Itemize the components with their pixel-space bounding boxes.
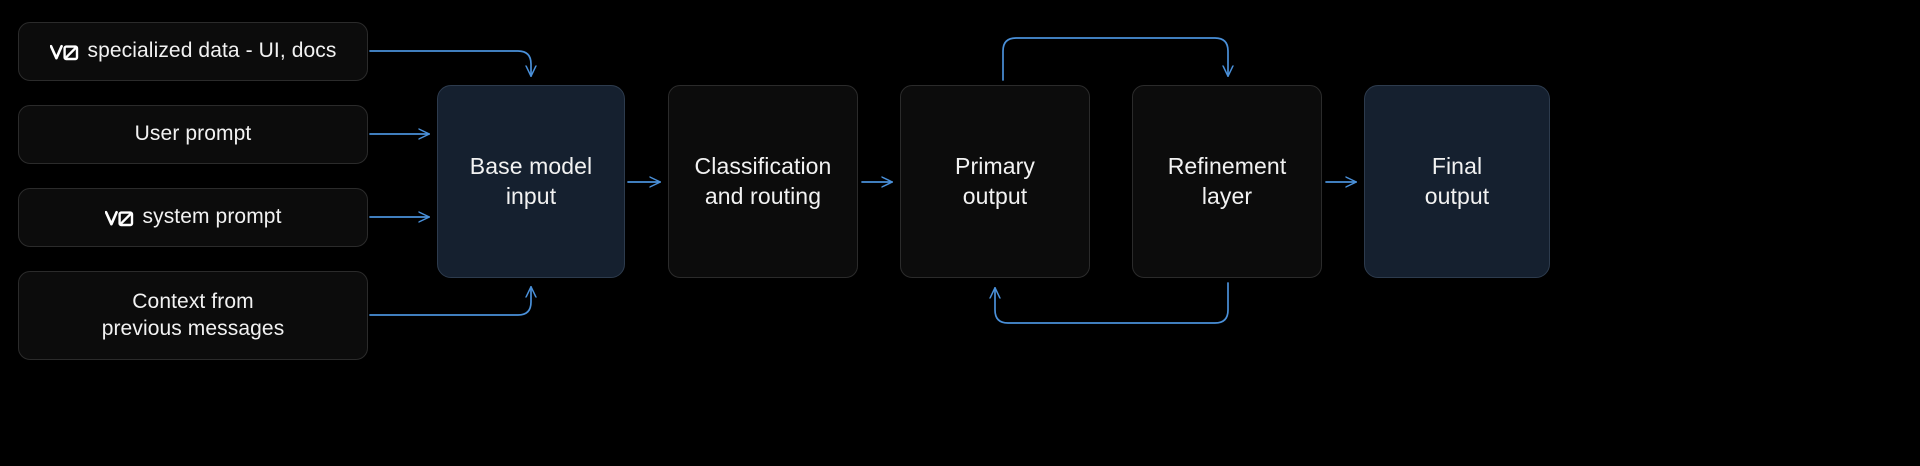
stage-node-label: Primary output [955,153,1035,209]
input-node-specialized-data[interactable]: specialized data - UI, docs [18,22,368,81]
stage-node-label: Refinement layer [1167,153,1287,209]
stage-node-classification[interactable]: Classification and routing [668,85,858,278]
connector-context-to-base-model [369,287,531,316]
input-node-label: User prompt [134,122,252,146]
connector-specialized-data-to-base-model [369,50,531,76]
connector-primary-output-to-refinement-loop [1002,37,1228,81]
stage-node-label: Base model input [469,153,593,209]
v0-logo-icon [49,43,79,63]
input-node-user-prompt[interactable]: User prompt [18,105,368,164]
connector-refinement-to-primary-output-loop [995,282,1229,324]
stage-node-label: Classification and routing [694,153,832,209]
input-node-label: specialized data - UI, docs [87,39,337,63]
input-node-label: system prompt [142,205,282,229]
stage-node-label: Final output [1424,153,1490,209]
stage-node-primary-output[interactable]: Primary output [900,85,1090,278]
stage-node-refinement[interactable]: Refinement layer [1132,85,1322,278]
input-node-label: Context from previous messages [101,289,285,340]
stage-node-base-model[interactable]: Base model input [437,85,625,278]
input-node-context[interactable]: Context from previous messages [18,271,368,360]
v0-logo-icon [104,209,134,229]
stage-node-final-output[interactable]: Final output [1364,85,1550,278]
input-node-system-prompt[interactable]: system prompt [18,188,368,247]
